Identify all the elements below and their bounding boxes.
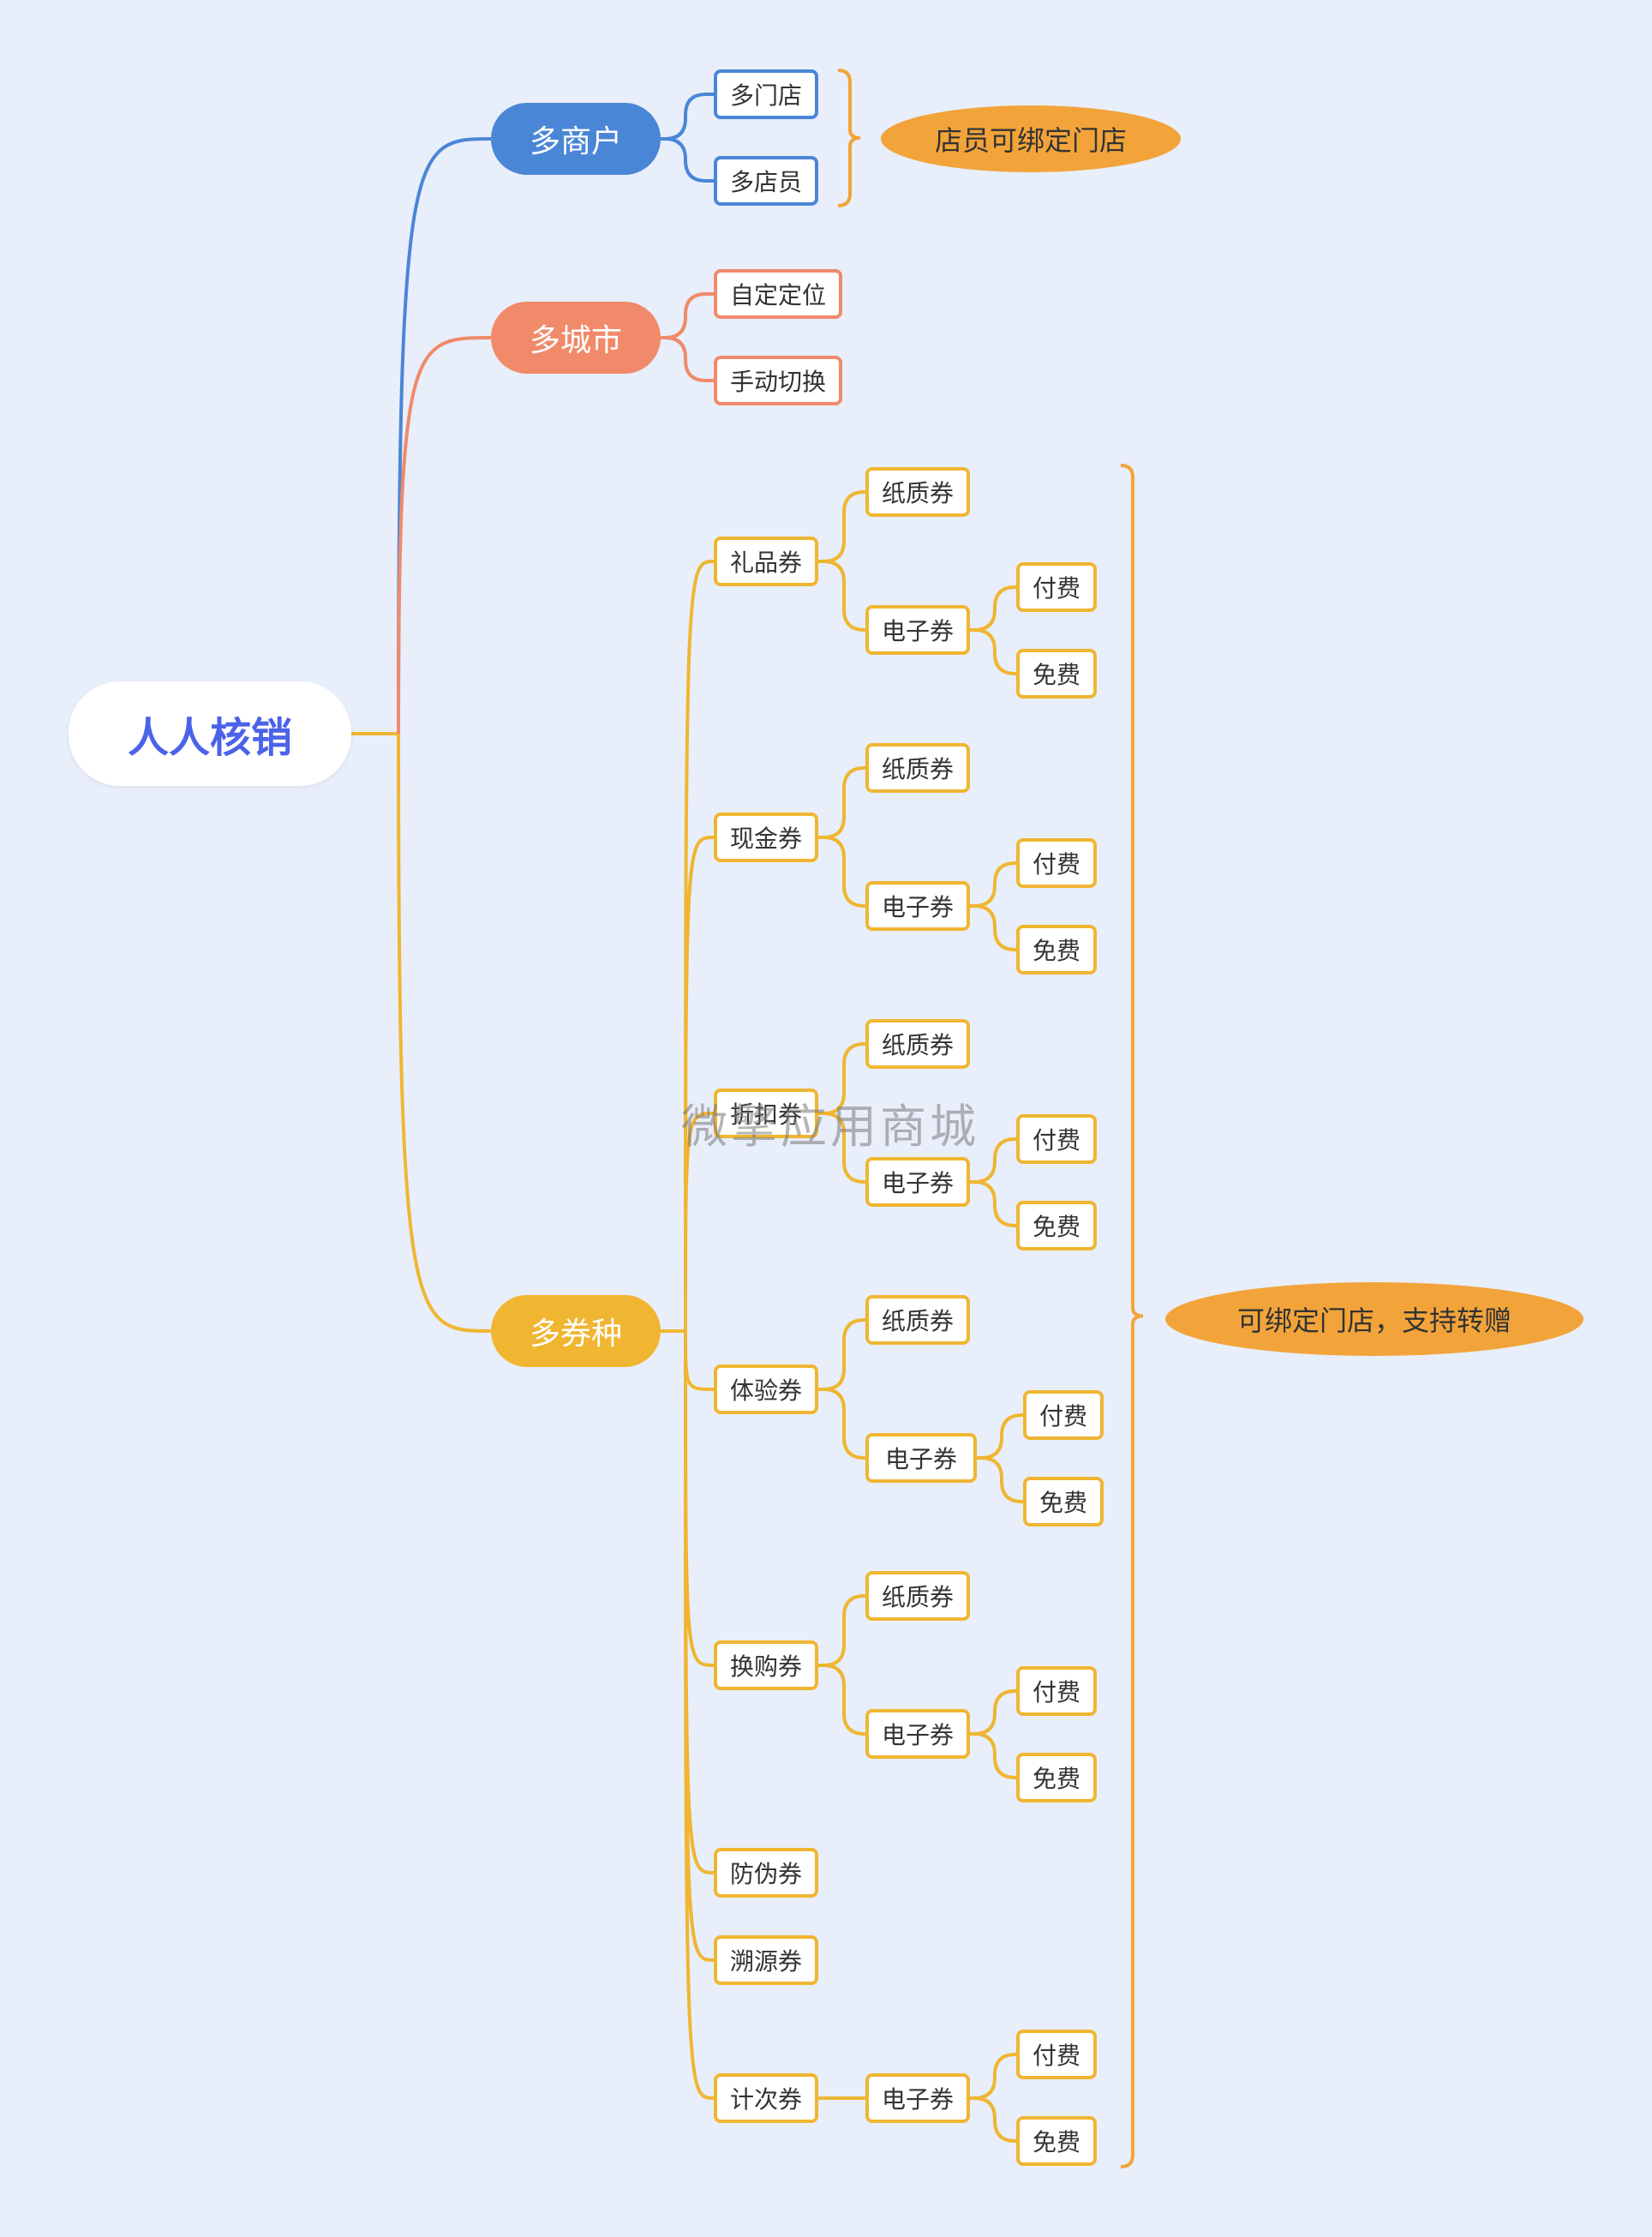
connector-line (970, 1689, 1016, 1736)
connector-line (661, 93, 714, 141)
electronic-coupon[interactable]: 电子券 (865, 1709, 970, 1759)
electronic-coupon[interactable]: 电子券 (865, 1433, 977, 1483)
branch-coupon[interactable]: 多券种 (491, 1295, 661, 1367)
free-option[interactable]: 免费 (1023, 1477, 1104, 1526)
paper-coupon[interactable]: 纸质券 (865, 467, 970, 517)
coupon-type[interactable]: 体验券 (714, 1364, 818, 1414)
connector-line (818, 560, 865, 632)
connector-line (818, 1388, 865, 1460)
watermark: 微擎应用商城 (681, 1100, 979, 1154)
connector-line (970, 1732, 1016, 1779)
paper-coupon[interactable]: 纸质券 (865, 1019, 970, 1069)
branch-connector-city (397, 336, 492, 735)
paid-option[interactable]: 付费 (1016, 2030, 1097, 2079)
coupon-type-connector (661, 1329, 715, 2100)
coupon-type-connector (661, 1112, 715, 1333)
free-option[interactable]: 免费 (1016, 925, 1097, 975)
merchant-brace (837, 69, 861, 207)
connector-line (661, 292, 714, 339)
coupon-type[interactable]: 计次券 (714, 2073, 818, 2123)
branch-connector-coupon (397, 733, 492, 1333)
free-option[interactable]: 免费 (1016, 1201, 1097, 1250)
free-option[interactable]: 免费 (1016, 649, 1097, 699)
paper-coupon[interactable]: 纸质券 (865, 1295, 970, 1345)
connector-line (970, 861, 1016, 908)
coupon-brace (1120, 464, 1144, 2168)
paid-option[interactable]: 付费 (1023, 1390, 1104, 1440)
connector-line (977, 1456, 1023, 1503)
connector-line (970, 1180, 1016, 1227)
connector-line (818, 1664, 865, 1736)
connector-line (970, 585, 1016, 632)
connector-line (818, 836, 865, 908)
paid-option[interactable]: 付费 (1016, 1666, 1097, 1716)
city-child[interactable]: 自定定位 (714, 269, 842, 319)
coupon-type[interactable]: 礼品券 (714, 537, 818, 586)
branch-connector-merchant (397, 137, 492, 735)
branch-city[interactable]: 多城市 (491, 302, 661, 374)
merchant-note: 店员可绑定门店 (881, 105, 1181, 172)
connector-line (818, 490, 865, 563)
paper-coupon[interactable]: 纸质券 (865, 1571, 970, 1621)
free-option[interactable]: 免费 (1016, 1753, 1097, 1802)
connector-line (970, 1137, 1016, 1184)
connector-line (818, 1042, 865, 1115)
city-child[interactable]: 手动切换 (714, 356, 842, 405)
merchant-child[interactable]: 多门店 (714, 69, 818, 119)
coupon-type[interactable]: 换购券 (714, 1640, 818, 1690)
root-node[interactable]: 人人核销 (69, 681, 351, 786)
connector-line (977, 1413, 1023, 1460)
paid-option[interactable]: 付费 (1016, 562, 1097, 612)
branch-merchant[interactable]: 多商户 (491, 103, 661, 175)
connector-line (818, 1318, 865, 1391)
coupon-type[interactable]: 溯源券 (714, 1935, 818, 1985)
connector-line (970, 904, 1016, 951)
electronic-coupon[interactable]: 电子券 (865, 605, 970, 655)
electronic-coupon[interactable]: 电子券 (865, 2073, 970, 2123)
connector-line (970, 2053, 1016, 2100)
electronic-coupon[interactable]: 电子券 (865, 1157, 970, 1207)
paid-option[interactable]: 付费 (1016, 1114, 1097, 1164)
connector-line (661, 336, 714, 382)
paid-option[interactable]: 付费 (1016, 838, 1097, 888)
coupon-type[interactable]: 折扣券 (714, 1089, 818, 1138)
connector-line (818, 1594, 865, 1667)
coupon-note: 可绑定门店，支持转赠 (1165, 1282, 1583, 1356)
coupon-type[interactable]: 防伪券 (714, 1848, 818, 1898)
merchant-child[interactable]: 多店员 (714, 156, 818, 206)
connector-line (661, 137, 714, 183)
connector-line (818, 1112, 865, 1184)
free-option[interactable]: 免费 (1016, 2116, 1097, 2166)
paper-coupon[interactable]: 纸质券 (865, 743, 970, 793)
connector-line (818, 766, 865, 839)
coupon-type[interactable]: 现金券 (714, 813, 818, 862)
connector-line (970, 2096, 1016, 2143)
electronic-coupon[interactable]: 电子券 (865, 881, 970, 931)
connector-line (970, 628, 1016, 675)
